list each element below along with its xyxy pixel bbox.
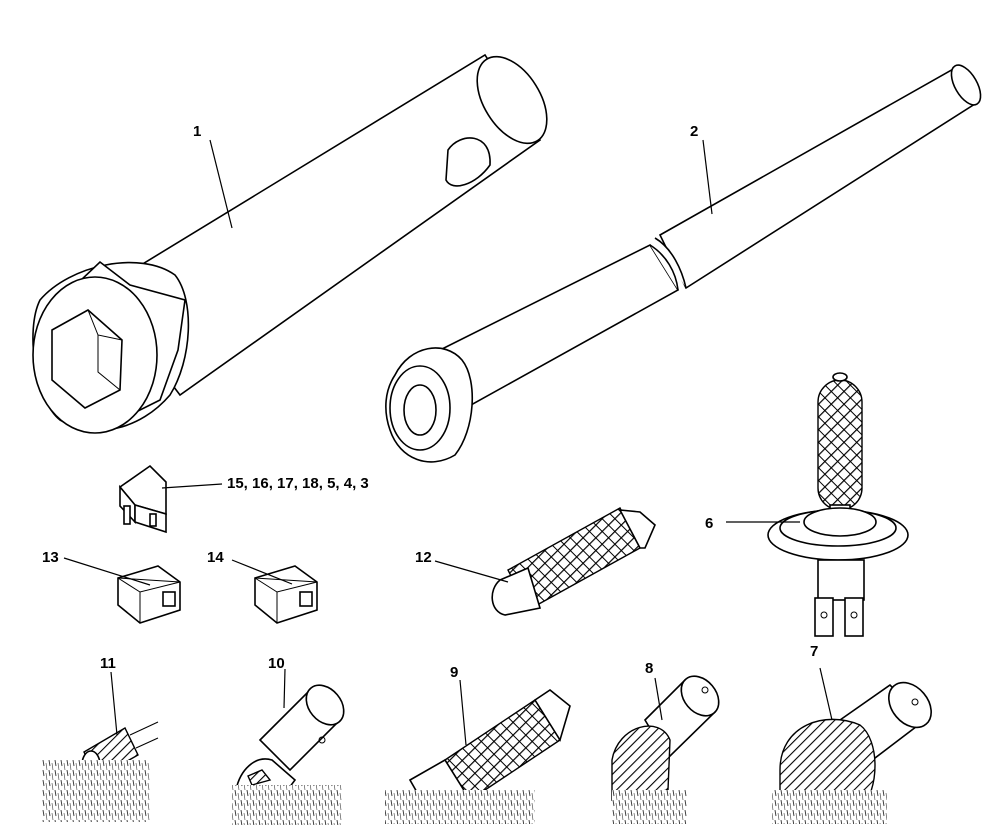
callout-8: 8 — [645, 660, 653, 677]
part-8-bayonet-bulb — [611, 675, 720, 801]
bulb-glass — [817, 379, 863, 511]
callout-1: 1 — [193, 123, 201, 140]
part-11-base-texture — [42, 760, 150, 822]
leader-2 — [702, 139, 713, 215]
callout-7: 7 — [810, 643, 818, 660]
part-6-headlamp-bulb — [767, 372, 909, 637]
leader-1 — [209, 139, 233, 229]
callout-6: 6 — [705, 515, 713, 532]
tool-hole — [445, 137, 491, 187]
callout-11: 11 — [100, 655, 116, 672]
part-13-connector — [117, 565, 181, 624]
callout-14: 14 — [207, 549, 224, 566]
part-12-festoon-bulb — [491, 507, 656, 616]
leader-14 — [231, 559, 293, 585]
callout-2: 2 — [690, 123, 698, 140]
callout-9: 9 — [450, 664, 458, 681]
leader-15 — [161, 483, 223, 489]
callout-10: 10 — [268, 655, 285, 672]
part-1-socket-wrench — [32, 53, 548, 434]
callout-15-16-17-18-5-4-3: 15, 16, 17, 18, 5, 4, 3 — [227, 475, 369, 492]
leader-13 — [63, 557, 151, 586]
part-14-connector — [254, 565, 318, 624]
callout-12: 12 — [415, 549, 432, 566]
part-8-base-texture — [612, 790, 687, 824]
leader-8 — [654, 677, 663, 721]
part-9-base-texture — [385, 790, 535, 824]
part-blade-fuse — [118, 464, 167, 534]
part-10-bayonet-bulb — [235, 684, 345, 801]
part-10-base-texture — [232, 785, 342, 825]
leader-11 — [110, 671, 118, 736]
leader-9 — [459, 679, 467, 746]
part-2-tommy-bar — [385, 64, 982, 463]
bulb-8-glass — [611, 725, 671, 801]
leader-12 — [434, 560, 509, 583]
leader-10 — [283, 668, 286, 709]
part-7-base-texture — [772, 790, 887, 824]
callout-13: 13 — [42, 549, 59, 566]
leader-7 — [819, 667, 833, 721]
